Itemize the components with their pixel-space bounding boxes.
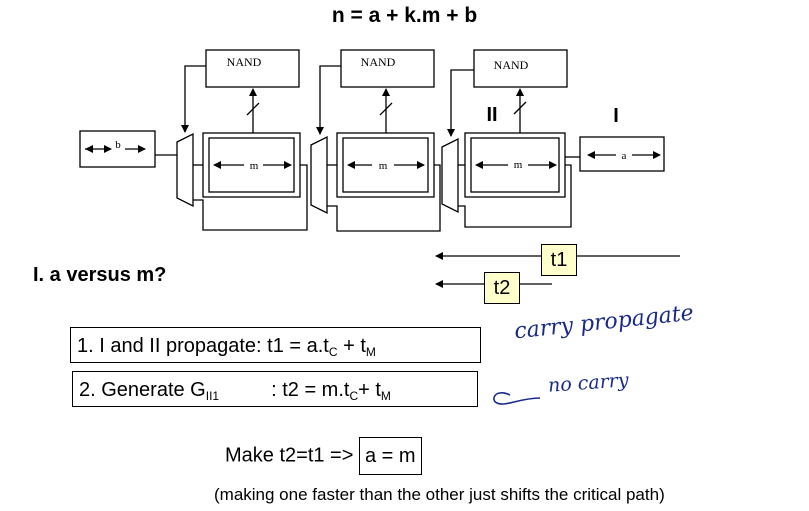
case-1-sub-m: M bbox=[365, 345, 376, 359]
nand-box-1 bbox=[205, 49, 300, 88]
case-2-box: 2. Generate GII1 : t2 = m.tC+ tM bbox=[72, 371, 478, 407]
case-1-box: 1. I and II propagate: t1 = a.tC + tM bbox=[70, 327, 481, 363]
case-2-mid: + t bbox=[358, 379, 381, 401]
case-1-mid: + t bbox=[337, 335, 366, 357]
case-2-sub-c: C bbox=[349, 389, 359, 403]
label-II: II bbox=[486, 104, 497, 126]
register-a-label: a bbox=[622, 150, 627, 162]
label-I: I bbox=[613, 105, 619, 127]
nand-box-3 bbox=[473, 49, 568, 88]
make-result-box: a = m bbox=[358, 437, 422, 475]
case-2-sub-g: II1 bbox=[205, 389, 220, 403]
timing-label-t1: t1 bbox=[541, 244, 577, 276]
nand-label-1: NAND bbox=[227, 55, 262, 69]
mux-1 bbox=[176, 132, 194, 208]
equation-title: n = a + k.m + b bbox=[331, 4, 478, 27]
register-m-label-3: m bbox=[514, 159, 523, 171]
mux-3 bbox=[441, 137, 459, 214]
nand-label-3: NAND bbox=[494, 58, 529, 72]
critical-path-note: (making one faster than the other just s… bbox=[214, 485, 665, 504]
case-2-prefix: 2. Generate G bbox=[79, 379, 206, 401]
nand-label-2: NAND bbox=[361, 55, 396, 69]
register-m-label-1: m bbox=[250, 160, 259, 172]
nand-box-2 bbox=[340, 49, 435, 88]
register-m-label-2: m bbox=[379, 160, 388, 172]
make-equal-line: Make t2=t1 => a = m bbox=[225, 437, 422, 475]
case-1-sub-c: C bbox=[328, 345, 338, 359]
mux-2 bbox=[310, 135, 328, 215]
case-2-eq: : t2 = m.t bbox=[271, 379, 350, 401]
make-prefix: Make t2=t1 => bbox=[225, 444, 359, 467]
question-heading: I. a versus m? bbox=[33, 264, 167, 286]
register-b-label: b bbox=[115, 139, 121, 151]
case-1-prefix: 1. I and II propagate: t1 = a.t bbox=[77, 335, 329, 357]
case-2-sub-m: M bbox=[380, 389, 391, 403]
timing-label-t2: t2 bbox=[484, 272, 520, 304]
